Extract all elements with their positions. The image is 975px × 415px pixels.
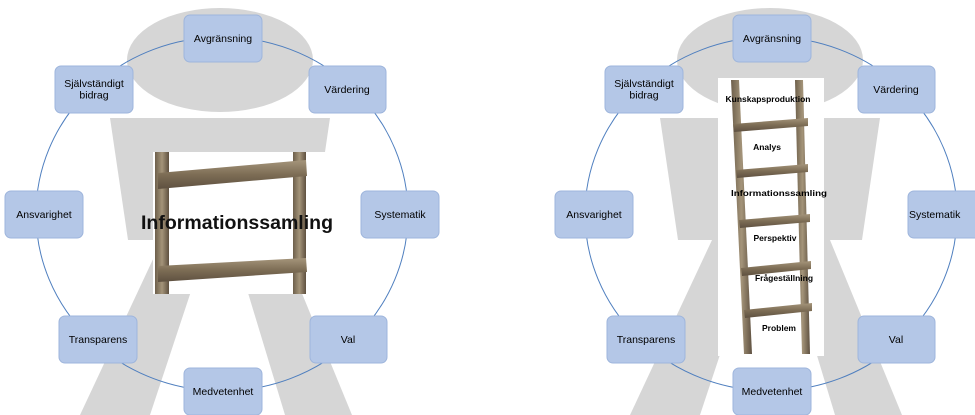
right-diagram: Kunskapsproduktion Analys Informationssa… <box>554 8 975 415</box>
node-label: Värdering <box>324 84 370 96</box>
node-val: Val <box>309 315 388 364</box>
node-label: Ansvarighet <box>16 209 72 221</box>
node-label: Värdering <box>873 84 919 96</box>
rung-label-informationssamling: Informationssamling <box>731 188 827 198</box>
ladder-image: Kunskapsproduktion Analys Informationssa… <box>718 78 827 356</box>
node-label: Val <box>889 334 903 346</box>
node-label: Val <box>341 334 355 346</box>
node-label: Transparens <box>617 334 676 346</box>
ladder-zoom-image: Informationssamling <box>141 152 333 294</box>
person-silhouette <box>630 8 902 415</box>
node-label: Transparens <box>69 334 128 346</box>
node-avgransning: Avgränsning <box>183 14 263 63</box>
node-medvetenhet: Medvetenhet <box>183 367 263 415</box>
node-avgransning: Avgränsning <box>732 14 812 63</box>
node-label: Avgränsning <box>194 33 252 45</box>
node-label-line: Självständigt <box>64 78 124 90</box>
node-label: Medvetenhet <box>742 386 803 398</box>
node-label: Avgränsning <box>743 33 801 45</box>
zoom-label: Informationssamling <box>141 213 333 234</box>
node-systematik: Systematik <box>360 190 440 239</box>
node-vardering: Värdering <box>308 65 387 114</box>
node-label: Medvetenhet <box>193 386 254 398</box>
node-label-line: bidrag <box>79 90 108 102</box>
node-medvetenhet: Medvetenhet <box>732 367 812 415</box>
rung-label-problem: Problem <box>762 323 796 333</box>
node-val: Val <box>857 315 936 364</box>
node-label-line: Självständigt <box>614 78 674 90</box>
node-transparens: Transparens <box>58 315 138 364</box>
node-vardering: Värdering <box>857 65 936 114</box>
left-diagram: Informationssamling Avgränsning Värderin… <box>4 8 440 415</box>
rung-label-fragestallning: Frågeställning <box>755 273 813 283</box>
node-label: Systematik <box>374 209 426 221</box>
rung-label-analys: Analys <box>753 142 781 152</box>
node-label: Ansvarighet <box>566 209 622 221</box>
rung-label-perspektiv: Perspektiv <box>754 233 797 243</box>
node-systematik: Systematik <box>907 190 975 239</box>
node-ansvarighet: Ansvarighet <box>554 190 634 239</box>
node-transparens: Transparens <box>606 315 686 364</box>
rung-label-kunskapsproduktion: Kunskapsproduktion <box>725 94 810 104</box>
node-label-line: bidrag <box>629 90 658 102</box>
node-ansvarighet: Ansvarighet <box>4 190 84 239</box>
node-label: Systematik <box>909 209 961 221</box>
